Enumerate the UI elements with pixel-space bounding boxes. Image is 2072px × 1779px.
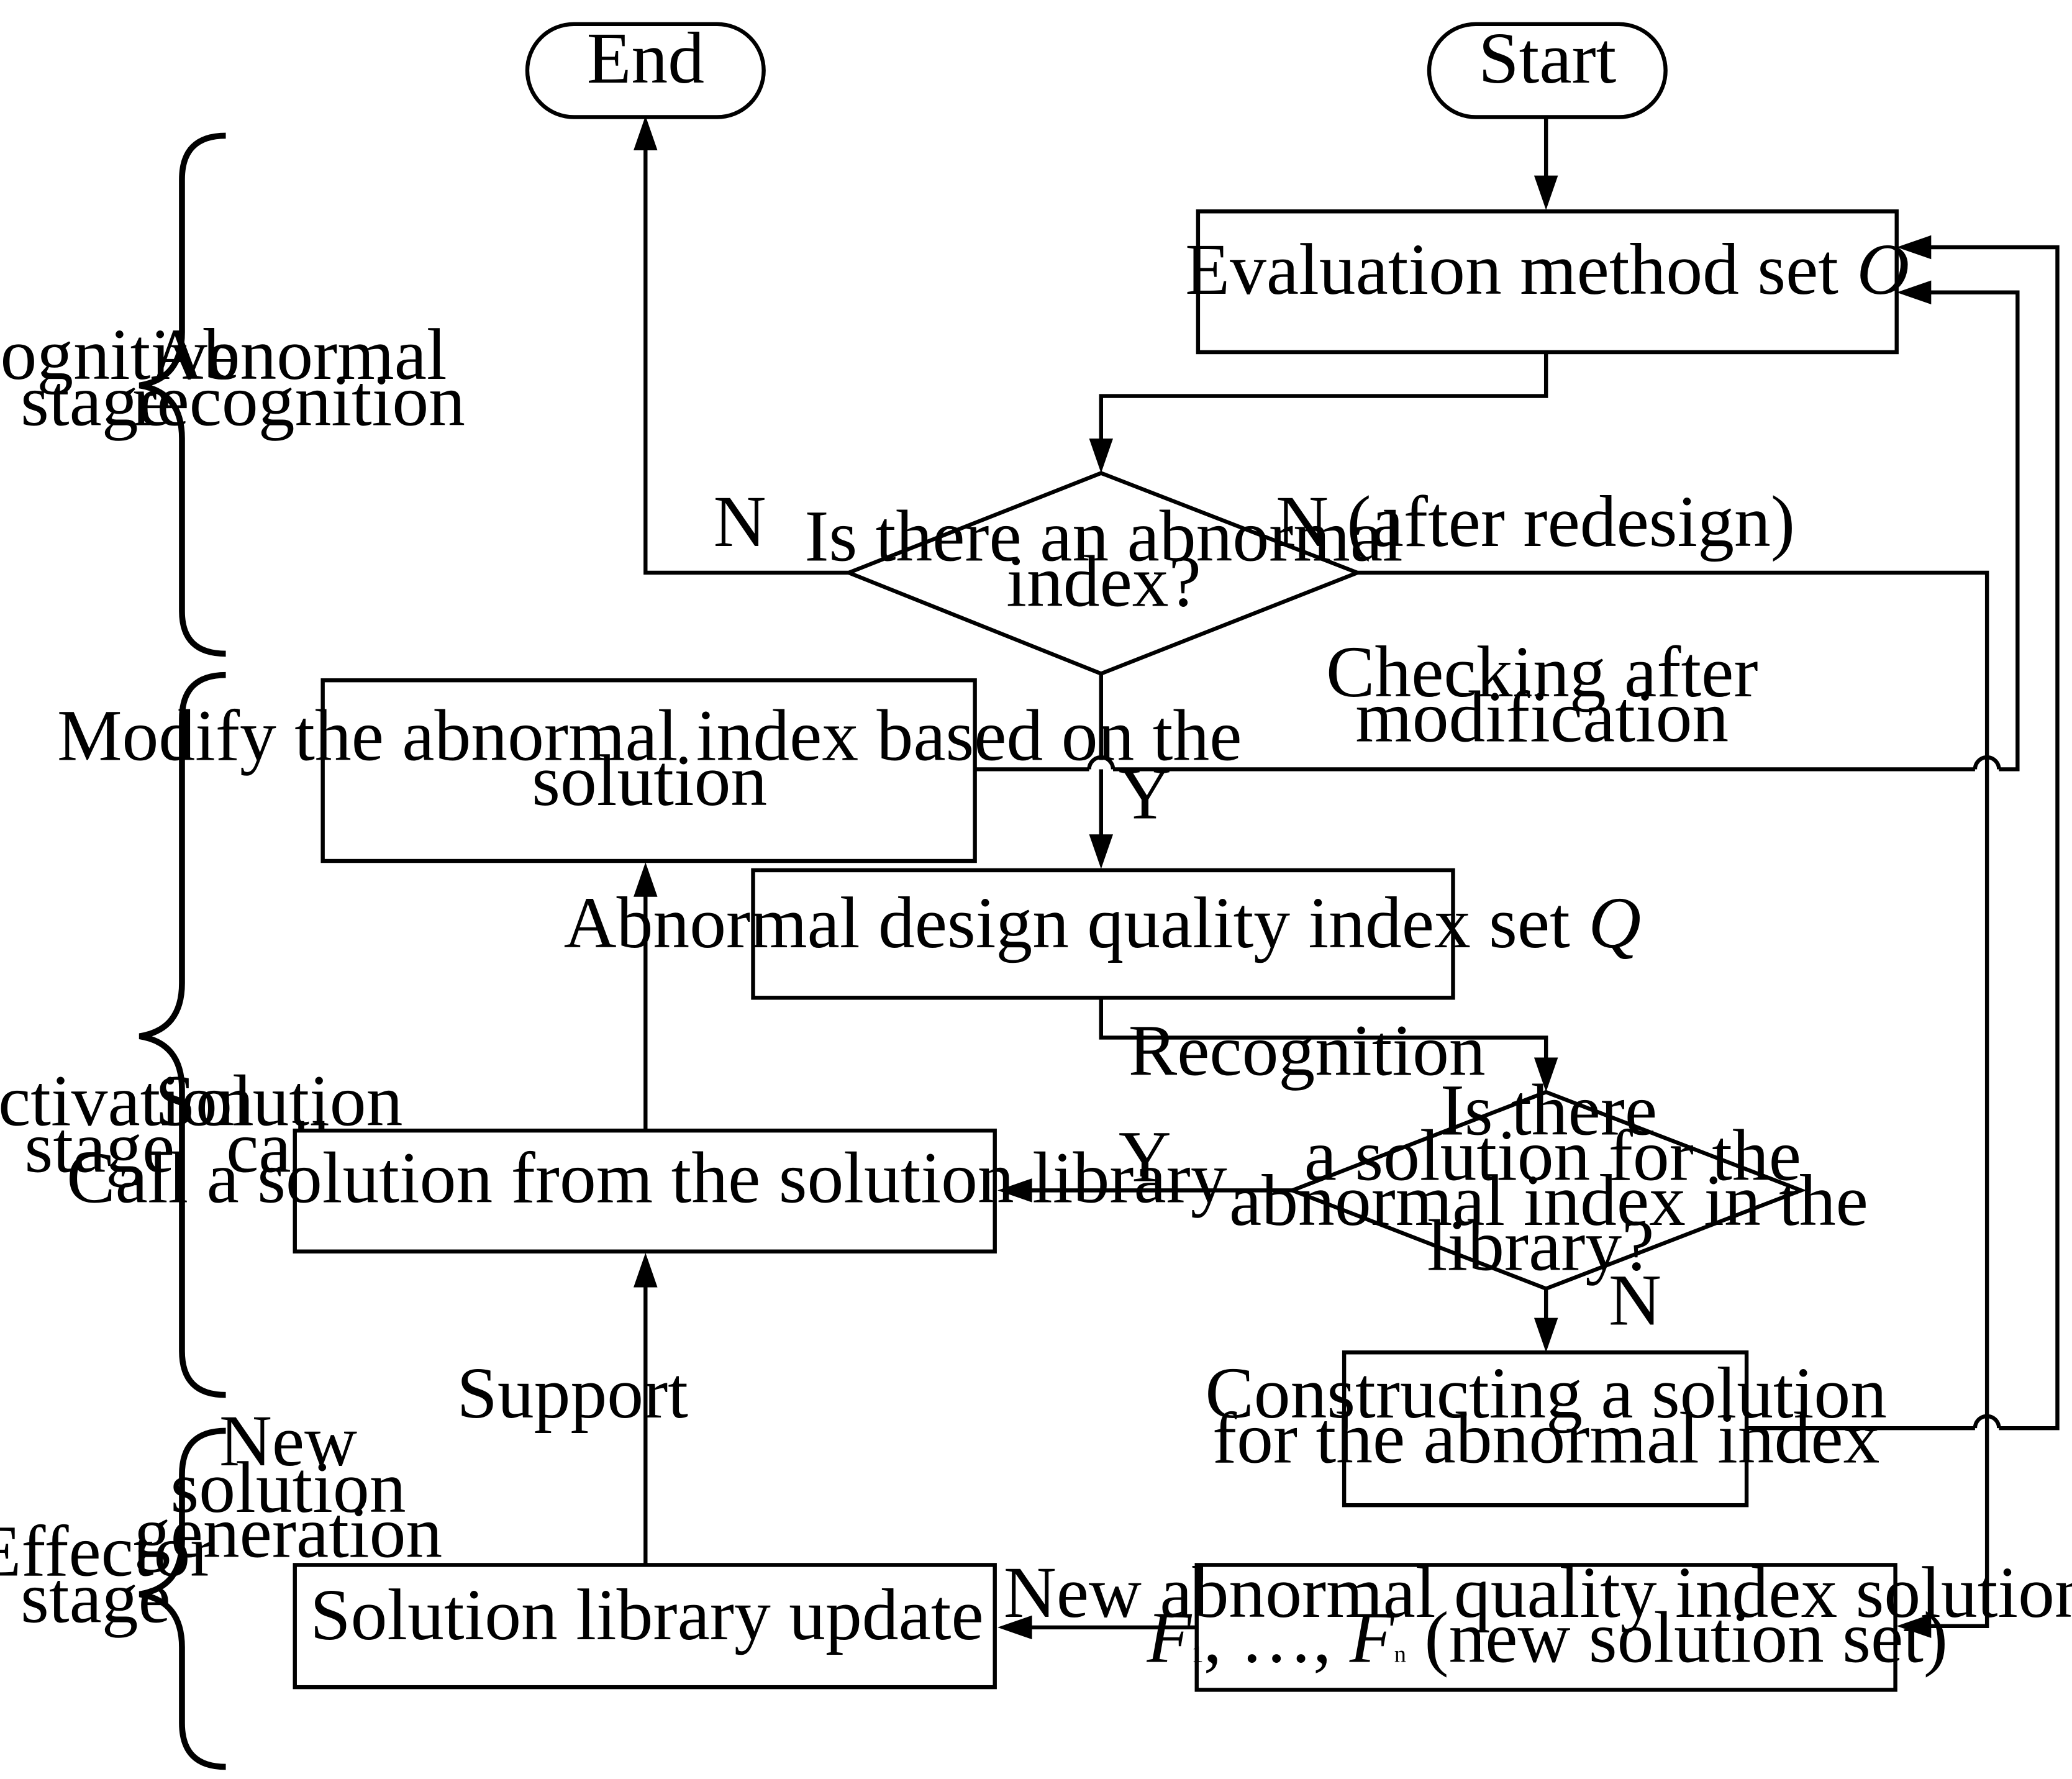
label-checking-line2: modification <box>1355 677 1729 758</box>
library-update-label: Solution library update <box>310 1575 983 1655</box>
new-solution-box: New abnormal quality index solution F1, … <box>1004 1552 2072 1692</box>
modify-index-box: Modify the abnormal index based on the s… <box>57 678 1242 863</box>
label-n-end: N <box>714 481 766 562</box>
stage-activation-line2: stage <box>25 1107 175 1188</box>
new-solution-generation-line1: New <box>219 1401 357 1481</box>
decision-abnormal-index-line2: index? <box>1006 541 1201 622</box>
brace-activation <box>139 671 226 1398</box>
label-n-library: N <box>1609 1260 1661 1340</box>
modify-index-line2: solution <box>532 740 767 821</box>
library-update-box: Solution library update <box>293 1563 997 1690</box>
modify-index-line1: Modify the abnormal index based on the <box>57 696 1242 776</box>
start-label: Start <box>1478 18 1616 99</box>
abnormal-quality-set-box: Abnormal design quality index set Q <box>564 868 1641 1000</box>
decision-library-line1: Is there <box>1440 1070 1657 1151</box>
new-solution-generation-line2: solution <box>171 1447 406 1528</box>
decision-library-line4: library? <box>1427 1206 1655 1286</box>
new-solution-line1: New abnormal quality index solution <box>1004 1552 2072 1633</box>
evaluation-method-label: Evaluation method set O <box>1185 229 1909 310</box>
label-checking-line1: Checking after <box>1326 632 1758 712</box>
stage-cognitive-line2: stage <box>20 361 171 442</box>
end-label: End <box>587 18 704 99</box>
decision-library-line3: abnormal index in the <box>1229 1160 1868 1241</box>
stage-effector-label: Effector stage New solution generation <box>0 1401 442 1638</box>
stage-effector-line2: stage <box>20 1557 171 1638</box>
stage-activation-line1: Activation <box>0 1061 254 1142</box>
stage-cognitive-label: Cognitive stage Abnormal recognition <box>0 314 465 442</box>
new-solution-generation-line3: generation <box>134 1493 442 1573</box>
connectors <box>634 116 2060 1640</box>
label-n-after-redesign: N (after redesign) <box>1276 481 1795 562</box>
label-y-abnormal: Y <box>1119 754 1171 835</box>
constructing-solution-box: Constructing a solution for the abnormal… <box>1205 1350 1887 1508</box>
decision-library-line2: a solution for the <box>1304 1115 1801 1196</box>
edge-labels: N N (after redesign) Checking after modi… <box>457 481 1795 1434</box>
abnormal-recognition-line2: recognition <box>132 361 465 442</box>
abnormal-quality-set-label: Abnormal design quality index set Q <box>564 883 1641 963</box>
decision-abnormal-index: Is there an abnormal index? <box>804 471 1403 676</box>
stage-effector-line1: Effector <box>0 1511 215 1592</box>
new-solution-line2: F1, …, Fn (new solution set) <box>1147 1598 1948 1678</box>
call-solution-box: Call a solution from the solution librar… <box>66 1128 1227 1253</box>
label-y-library: Y <box>1119 1116 1171 1197</box>
decision-solution-in-library: Is there a solution for the abnormal ind… <box>1229 1070 1868 1291</box>
call-solution-label: Call a solution from the solution librar… <box>66 1138 1227 1219</box>
abnormal-recognition-line1: Abnormal <box>151 314 447 395</box>
decision-abnormal-index-line1: Is there an abnormal <box>804 496 1402 577</box>
constructing-solution-line2: for the abnormal index <box>1212 1398 1879 1479</box>
brace-cognitive <box>139 132 226 657</box>
label-recognition: Recognition <box>1129 1010 1486 1091</box>
end-terminal: End <box>525 18 766 119</box>
constructing-solution-line1: Constructing a solution <box>1205 1353 1887 1434</box>
label-support: Support <box>457 1353 688 1434</box>
brace-effector <box>139 1427 226 1770</box>
solution-call-line1: Solution <box>155 1061 403 1142</box>
stage-cognitive-line1: Cognitive <box>0 314 240 395</box>
start-terminal: Start <box>1427 18 1668 119</box>
evaluation-method-box: Evaluation method set O <box>1185 209 1909 355</box>
